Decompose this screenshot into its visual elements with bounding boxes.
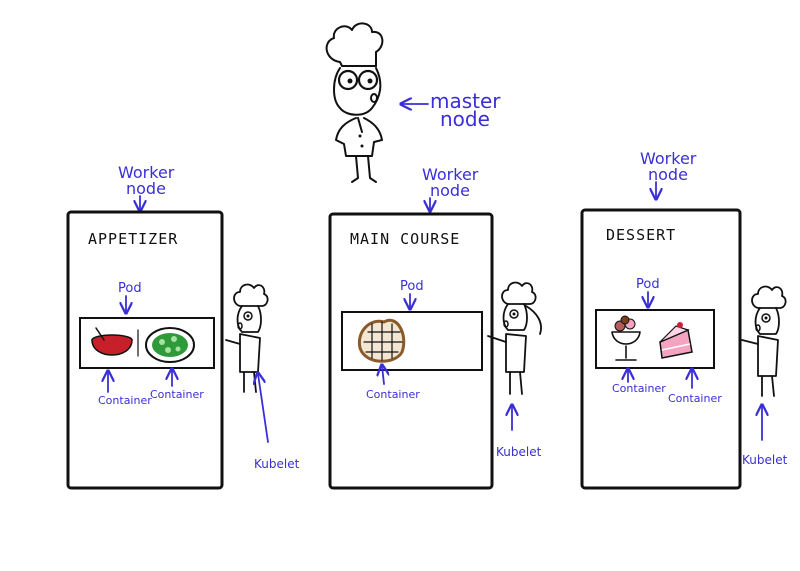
- worker-label-line1: Worker: [422, 165, 479, 184]
- cake-slice-icon: [659, 322, 693, 359]
- kubelet-chef-3: [741, 285, 787, 397]
- master-node-chef: [325, 22, 384, 183]
- pod-box: [341, 311, 483, 371]
- kubelet-label: Kubelet: [254, 457, 300, 471]
- pod-label: Pod: [400, 279, 424, 294]
- container-label-1: Container: [366, 388, 420, 401]
- worker-label-line1: Worker: [640, 149, 697, 168]
- pod-box: [595, 309, 715, 369]
- soup-bowl-icon: [91, 327, 139, 357]
- container-label-2: Container: [150, 388, 204, 401]
- master-label-line2: node: [440, 107, 490, 131]
- node-box: [580, 208, 742, 490]
- kubelet-label: Kubelet: [742, 453, 788, 467]
- master-node-annotation: master node: [402, 89, 501, 131]
- pod-box: [79, 317, 215, 369]
- worker-label-line2: node: [430, 181, 470, 200]
- ice-cream-cup-icon: [611, 315, 641, 361]
- worker-node-appetizer: Worker node APPETIZER Pod Container Cont…: [66, 163, 300, 490]
- chef-hat-icon: [325, 22, 384, 67]
- pod-label: Pod: [636, 277, 660, 292]
- node-title: APPETIZER: [88, 230, 178, 248]
- node-box: [328, 212, 494, 490]
- kubelet-chef-1: [225, 283, 269, 393]
- kubelet-arrow: [258, 374, 269, 443]
- worker-label-line2: node: [648, 165, 688, 184]
- salad-plate-icon: [145, 327, 195, 363]
- worker-label-line1: Worker: [118, 163, 175, 182]
- container-label-1: Container: [98, 394, 152, 407]
- node-title: DESSERT: [606, 226, 676, 244]
- chef-head-icon: [333, 67, 382, 116]
- waffle-icon: [357, 318, 406, 363]
- node-title: MAIN COURSE: [350, 230, 460, 248]
- worker-label-line2: node: [126, 179, 166, 198]
- kubelet-label: Kubelet: [496, 445, 542, 459]
- container-label-2: Container: [668, 392, 722, 405]
- container-label-1: Container: [612, 382, 666, 395]
- chef-body-icon: [335, 117, 383, 183]
- container-arrow-1: [382, 366, 384, 385]
- kubelet-chef-2: [487, 281, 542, 395]
- node-box: [66, 210, 224, 490]
- master-label-line1: master: [430, 89, 501, 113]
- pod-label: Pod: [118, 281, 142, 296]
- worker-node-dessert: Worker node DESSERT Pod Container Contai…: [580, 149, 788, 490]
- worker-node-main-course: Worker node MAIN COURSE Pod Container: [328, 165, 542, 490]
